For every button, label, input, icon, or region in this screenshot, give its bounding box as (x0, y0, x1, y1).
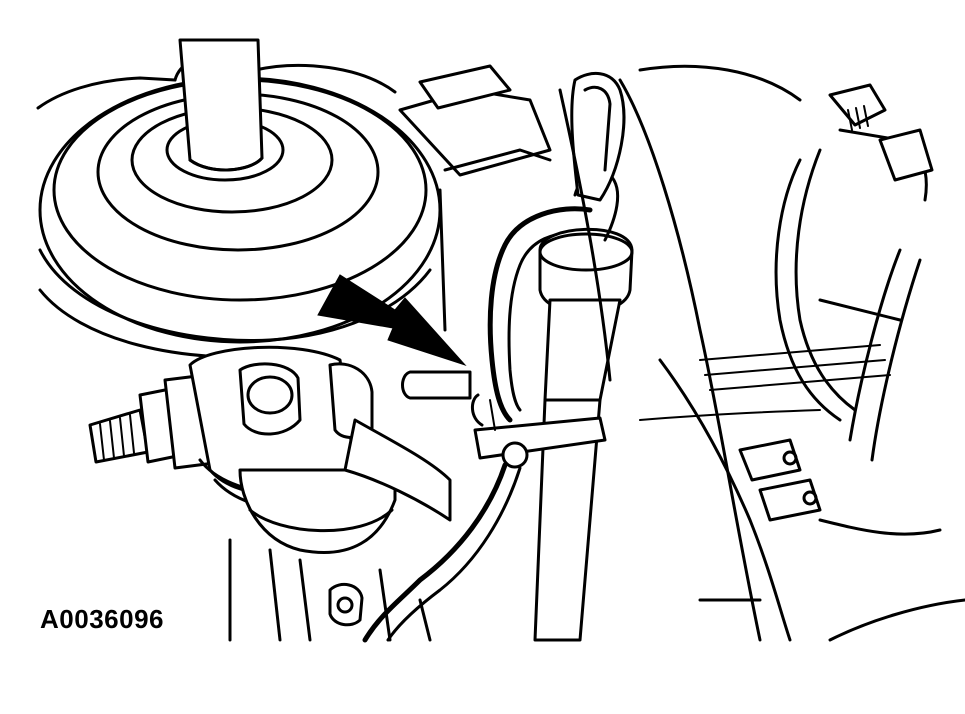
coolant-pipe (558, 64, 802, 642)
fuel-lines (639, 344, 891, 421)
valve-body (188, 345, 387, 512)
hose-clamp (471, 393, 607, 469)
egr-tube (343, 370, 472, 522)
bottom-right-panel (698, 598, 965, 642)
vacuum-regulator (533, 71, 634, 642)
lower-manifold (228, 468, 432, 642)
arrow-icon (317, 274, 467, 367)
lower-right-bolts (738, 438, 942, 536)
right-bracket (774, 83, 934, 462)
vacuum-hose (487, 206, 593, 423)
bracket-block (398, 64, 552, 332)
lower-hose (362, 462, 522, 643)
figure-id-label: A0036096 (40, 604, 164, 634)
